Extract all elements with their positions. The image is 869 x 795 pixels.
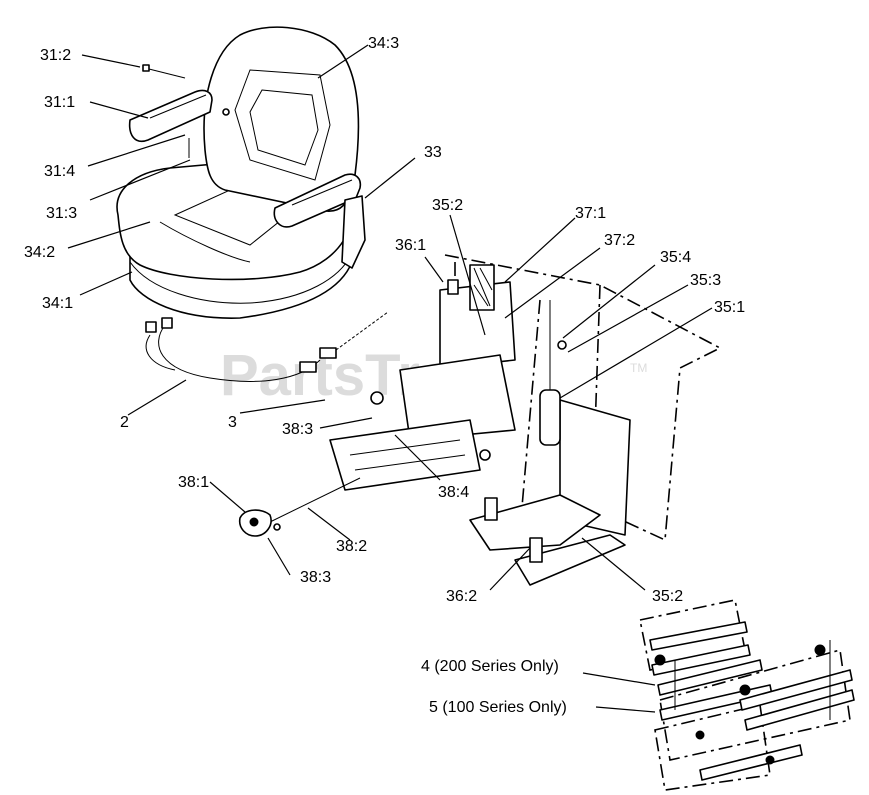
label-31-1: 31:1 (44, 94, 75, 111)
label-38-3-bottom: 38:3 (300, 569, 331, 586)
label-33: 33 (424, 144, 442, 161)
label-34-3: 34:3 (368, 35, 399, 52)
seat-side-bracket (341, 195, 366, 269)
armrest-left (128, 89, 213, 142)
label-36-2: 36:2 (446, 588, 477, 605)
label-35-4: 35:4 (660, 249, 691, 266)
label-35-2-top: 35:2 (432, 197, 463, 214)
seat-backrest (203, 26, 360, 212)
label-38-4: 38:4 (438, 484, 469, 501)
seat-plate (329, 264, 516, 491)
slide-kits (639, 599, 855, 791)
label-37-1: 37:1 (575, 205, 606, 222)
label-3: 3 (228, 414, 237, 431)
label-31-3: 31:3 (46, 205, 77, 222)
label-35-1: 35:1 (714, 299, 745, 316)
label-4-200-series: 4 (200 Series Only) (421, 658, 559, 675)
label-34-1: 34:1 (42, 295, 73, 312)
adjuster-knob-rod (238, 477, 361, 537)
suspension-base (469, 300, 631, 586)
leader-lines (67, 44, 713, 713)
shock-absorber (539, 389, 561, 446)
label-34-2: 34:2 (24, 244, 55, 261)
watermark-tm: TM (630, 361, 647, 375)
label-35-2-bottom: 35:2 (652, 588, 683, 605)
label-31-2: 31:2 (40, 47, 71, 64)
label-38-2: 38:2 (336, 538, 367, 555)
label-2: 2 (120, 414, 129, 431)
label-5-100-series: 5 (100 Series Only) (429, 699, 567, 716)
label-31-4: 31:4 (44, 163, 75, 180)
part-labels: 31:2 31:1 31:4 31:3 34:2 34:1 34:3 33 35… (24, 35, 745, 716)
label-36-1: 36:1 (395, 237, 426, 254)
label-38-1: 38:1 (178, 474, 209, 491)
label-35-3: 35:3 (690, 272, 721, 289)
label-38-3-top: 38:3 (282, 421, 313, 438)
wire-harness (145, 311, 389, 382)
armrest-right (273, 173, 362, 228)
label-37-2: 37:2 (604, 232, 635, 249)
seat-assembly (116, 26, 366, 319)
